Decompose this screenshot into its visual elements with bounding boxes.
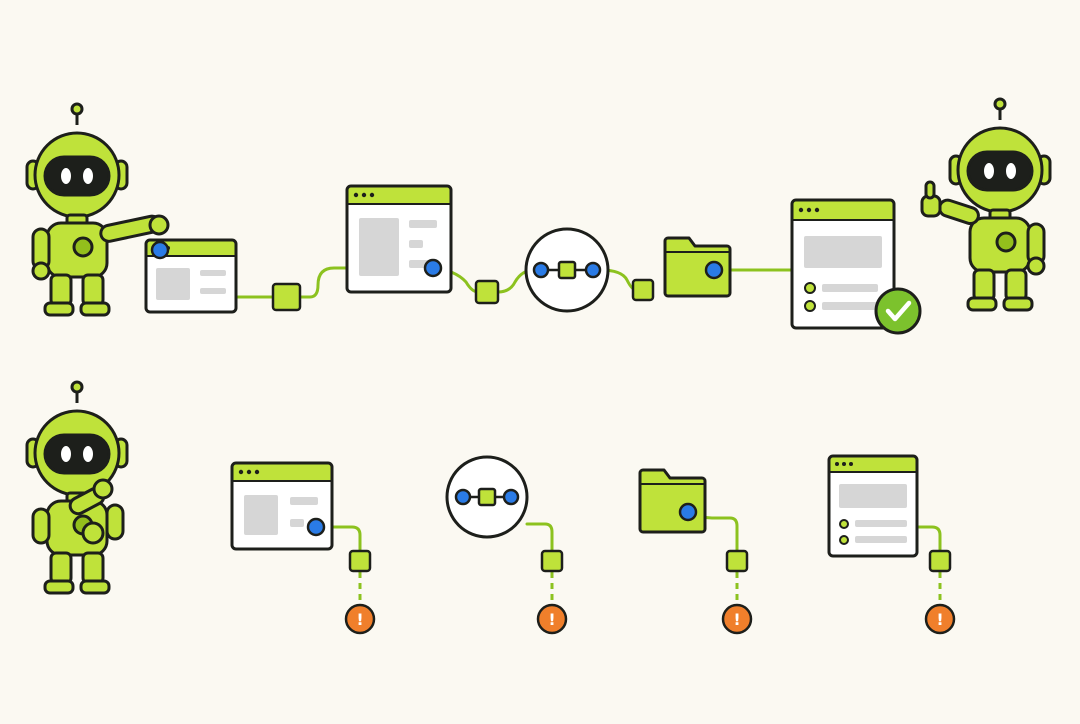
bottom-dashed-lines (358, 572, 942, 604)
exclamation-circle-icon: ! (924, 603, 956, 635)
exclamation-circle-icon: ! (344, 603, 376, 635)
folder-bottom (638, 468, 707, 534)
b-connector-4 (916, 525, 942, 552)
square-b2 (540, 549, 564, 573)
b-connector-1 (314, 525, 362, 552)
node-window-large (423, 258, 443, 278)
square-1 (271, 282, 302, 312)
window-bottom (230, 461, 334, 551)
pipeline-circle-top (524, 227, 610, 313)
svg-text:!: ! (733, 610, 740, 629)
folder-top (663, 236, 732, 298)
square-b1 (348, 549, 372, 573)
svg-text:!: ! (548, 610, 555, 629)
pipeline-circle-bottom (445, 455, 529, 539)
node-folder-bottom (678, 502, 698, 522)
square-b4 (928, 549, 952, 573)
robot-left-top (25, 102, 170, 317)
svg-text:!: ! (936, 610, 943, 629)
exclamation-circle-icon: ! (721, 603, 753, 635)
square-2 (474, 279, 500, 305)
svg-text:!: ! (356, 610, 363, 629)
node-folder-top (704, 260, 724, 280)
robot-thinking-bottom (25, 380, 129, 595)
square-b3 (725, 549, 749, 573)
connector-2 (298, 266, 435, 299)
b-connector-2 (525, 522, 554, 552)
bottom-connector-lines (314, 510, 942, 552)
checklist-window-bottom (827, 454, 919, 558)
checklist-window-top (790, 198, 896, 330)
robot-right-top (920, 97, 1052, 312)
node-held (150, 240, 170, 260)
check-circle-icon (874, 287, 922, 335)
node-window-bottom (306, 517, 326, 537)
exclamation-circle-icon: ! (536, 603, 568, 635)
square-3 (631, 278, 655, 302)
